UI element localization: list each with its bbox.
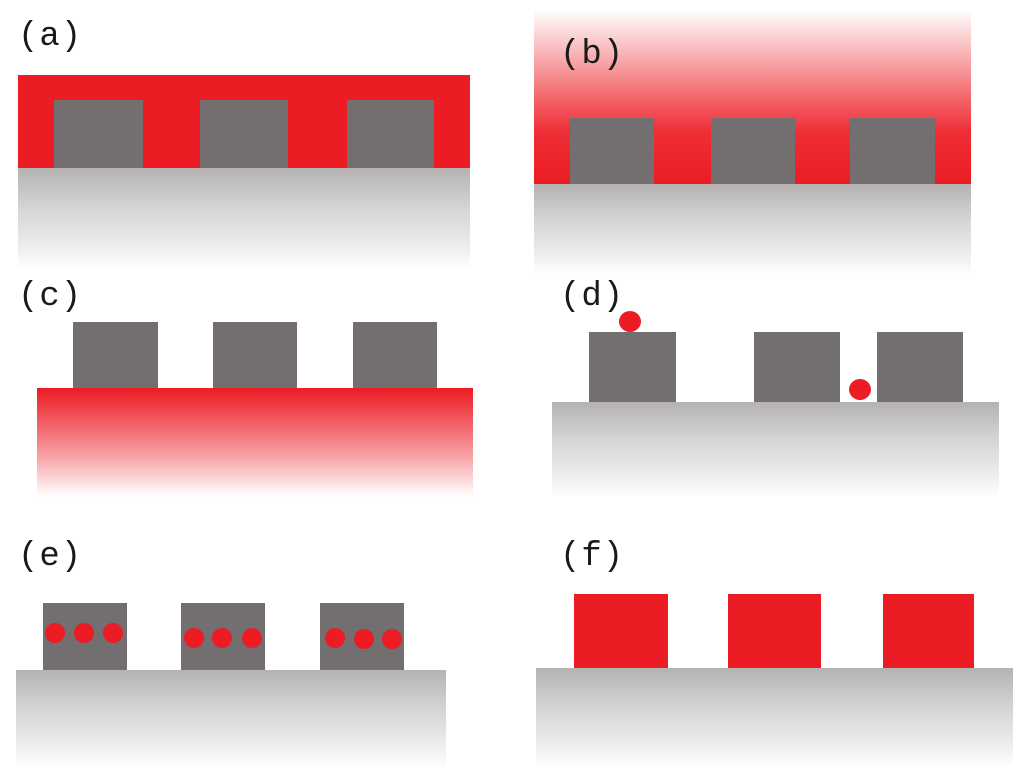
panel-f-red-feature [728, 594, 821, 668]
panel-d-label: (d) [560, 278, 625, 316]
panel-a-feature [200, 100, 288, 168]
panel-b-substrate [534, 184, 971, 275]
panel-d-feature [754, 332, 840, 402]
panel-e-particle [242, 628, 262, 648]
panel-e-particle [45, 623, 65, 643]
panel-a-feature [54, 100, 143, 168]
panel-c-feature [213, 322, 297, 388]
panel-d-feature [877, 332, 963, 402]
panel-e-particle [325, 628, 345, 648]
panel-e-particle [212, 628, 232, 648]
panel-f-red-feature [574, 594, 668, 668]
panel-e-substrate [16, 670, 446, 768]
panel-d-substrate [552, 402, 999, 497]
panel-e-particle [184, 628, 204, 648]
panel-f-red-feature [883, 594, 974, 668]
panel-a-substrate [18, 168, 470, 270]
panel-d-particle [849, 379, 871, 400]
panel-a-label: (a) [18, 18, 83, 56]
panel-d-particle [619, 311, 641, 332]
panel-c-feature [73, 322, 158, 388]
panel-a-feature [347, 100, 434, 168]
panel-b-feature [711, 118, 795, 184]
panel-d-feature [589, 332, 676, 402]
panel-c-feature [353, 322, 437, 388]
panel-e-label: (e) [18, 538, 83, 576]
panel-f-substrate [536, 668, 1013, 768]
panel-b-feature [570, 118, 654, 184]
panel-e-particle [382, 629, 402, 649]
panel-e-particle [103, 623, 123, 643]
panel-c-red-substrate [37, 388, 473, 497]
panel-f-label: (f) [560, 538, 625, 576]
panel-e-particle [354, 629, 374, 649]
panel-c-label: (c) [18, 278, 83, 316]
panel-b-label: (b) [560, 36, 625, 74]
panel-e-particle [74, 623, 94, 643]
panel-b-feature [850, 118, 935, 184]
